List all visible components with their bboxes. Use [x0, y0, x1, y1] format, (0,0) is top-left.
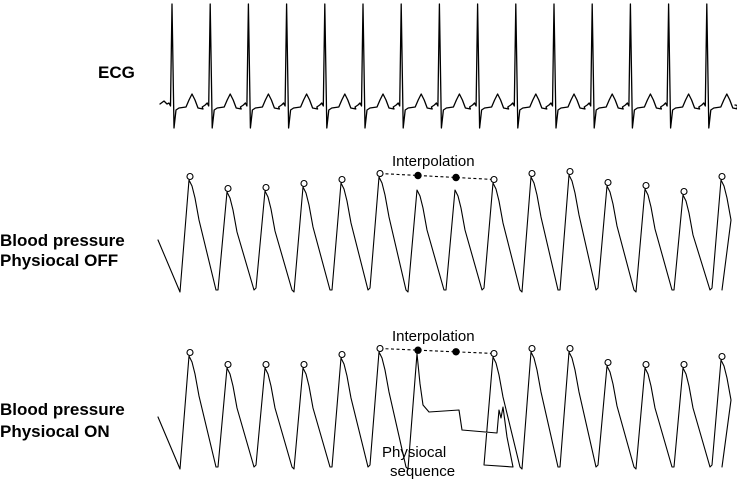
bp-on-peak-markers — [186, 344, 726, 369]
beat-peak-marker — [642, 181, 650, 190]
beat-peak-marker — [376, 169, 384, 178]
bp-off-trace — [157, 174, 732, 293]
interpolated-beat-marker — [452, 348, 460, 356]
beat-peak-marker — [490, 175, 498, 184]
bp-on-label-line2: Physiocal ON — [0, 422, 110, 441]
beat-peak-marker — [528, 344, 536, 353]
interpolated-beat-marker — [452, 173, 460, 182]
ecg-trace — [159, 3, 737, 129]
beat-peak-marker — [490, 349, 498, 358]
bp-off-label-line1: Blood pressure — [0, 231, 125, 250]
beat-peak-marker — [300, 360, 308, 369]
beat-peak-marker — [566, 167, 574, 176]
beat-peak-marker — [300, 179, 308, 188]
bp-off-interpolation-label: Interpolation — [392, 153, 475, 170]
beat-peak-marker — [528, 169, 536, 178]
beat-peak-marker — [642, 360, 650, 369]
interpolated-beat-marker — [414, 346, 422, 354]
beat-peak-marker — [680, 187, 688, 196]
bp-off-interpolation-line — [379, 172, 495, 181]
beat-peak-marker — [338, 350, 346, 359]
beat-peak-marker — [566, 344, 574, 353]
beat-peak-marker — [262, 183, 270, 192]
ecg-label: ECG — [98, 63, 135, 82]
beat-peak-marker — [338, 175, 346, 184]
beat-peak-marker — [604, 178, 612, 187]
bp-on-label-line1: Blood pressure — [0, 400, 125, 419]
beat-peak-marker — [224, 360, 232, 369]
beat-peak-marker — [376, 344, 384, 353]
interpolated-beat-marker — [414, 171, 422, 180]
physiocal-sequence-label-line2: sequence — [390, 463, 455, 480]
beat-peak-marker — [680, 360, 688, 369]
beat-peak-marker — [224, 184, 232, 193]
beat-peak-marker — [186, 172, 194, 181]
beat-peak-marker — [718, 172, 726, 181]
bp-on-trace — [157, 351, 732, 470]
bp-on-interpolation-label: Interpolation — [392, 328, 475, 345]
beat-peak-marker — [186, 348, 194, 357]
bp-on-panel: Interpolation Physiocal sequence — [157, 328, 732, 480]
bp-on-interpolation-line — [379, 347, 495, 355]
bp-off-peak-markers — [186, 167, 726, 196]
bp-off-panel: Interpolation — [157, 153, 732, 293]
beat-peak-marker — [262, 360, 270, 369]
bp-off-label-line2: Physiocal OFF — [0, 251, 118, 270]
beat-peak-marker — [718, 352, 726, 361]
beat-peak-marker — [604, 358, 612, 367]
physiocal-sequence-label-line1: Physiocal — [382, 444, 446, 461]
